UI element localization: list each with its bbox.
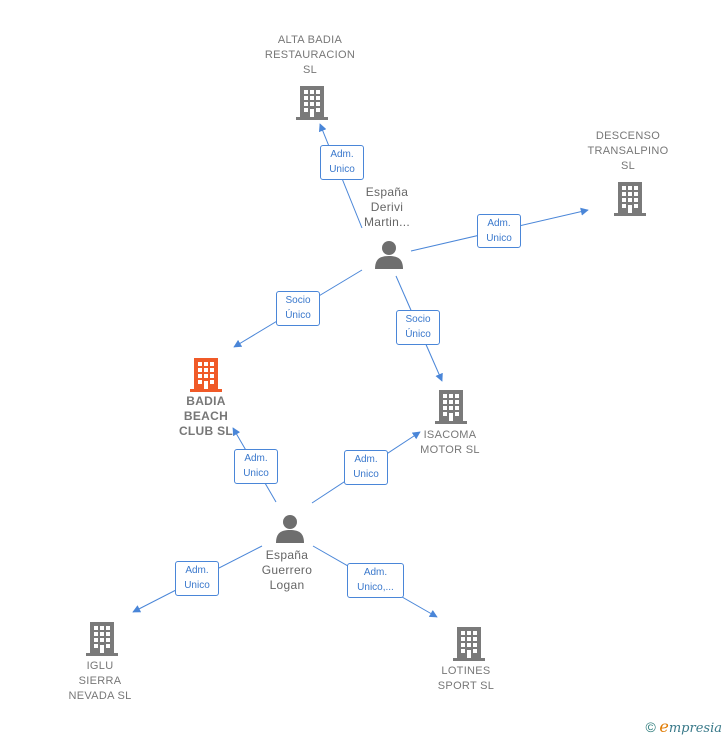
edge-badge-socio-unico[interactable]: Socio Único bbox=[396, 310, 440, 345]
node-lotines-sport[interactable]: LOTINES SPORT SL bbox=[406, 664, 526, 694]
node-label: BADIA BEACH CLUB SL bbox=[178, 394, 234, 438]
edge-badge-adm-unico[interactable]: Adm. Unico bbox=[344, 450, 388, 485]
node-descenso-transalpino[interactable]: DESCENSO TRANSALPINO SL bbox=[568, 129, 688, 174]
node-label: ISACOMA MOTOR SL bbox=[420, 429, 480, 456]
brand-logo-text: mpresia bbox=[668, 721, 722, 736]
building-icon bbox=[614, 182, 646, 216]
node-espana-derivi-martin[interactable]: España Derivi Martin... bbox=[327, 185, 447, 230]
building-icon bbox=[296, 86, 328, 120]
edge-badge-socio-unico[interactable]: Socio Único bbox=[276, 291, 320, 326]
person-icon bbox=[375, 241, 403, 269]
node-espana-guerrero-logan[interactable]: España Guerrero Logan bbox=[227, 548, 347, 593]
node-label: España Derivi Martin... bbox=[363, 185, 411, 229]
node-alta-badia[interactable]: ALTA BADIA RESTAURACION SL bbox=[250, 33, 370, 78]
node-iglu-sierra-nevada[interactable]: IGLU SIERRA NEVADA SL bbox=[40, 659, 160, 704]
building-icon bbox=[435, 390, 467, 424]
edge-badge-adm-unico-more[interactable]: Adm. Unico,... bbox=[347, 563, 404, 598]
node-isacoma-motor[interactable]: ISACOMA MOTOR SL bbox=[390, 428, 510, 458]
brand-logo-initial: e bbox=[659, 717, 669, 736]
brand-footer: © empresia bbox=[645, 717, 722, 736]
edge-badge-adm-unico[interactable]: Adm. Unico bbox=[234, 449, 278, 484]
node-label: LOTINES SPORT SL bbox=[437, 665, 495, 692]
person-icon bbox=[276, 515, 304, 543]
node-label: ALTA BADIA RESTAURACION SL bbox=[264, 34, 356, 76]
node-label: España Guerrero Logan bbox=[261, 548, 313, 592]
building-icon bbox=[453, 627, 485, 661]
edge-badge-adm-unico[interactable]: Adm. Unico bbox=[477, 214, 521, 248]
building-icon-main bbox=[190, 358, 222, 392]
building-icon bbox=[86, 622, 118, 656]
node-badia-beach-club[interactable]: BADIA BEACH CLUB SL bbox=[146, 394, 266, 439]
edge-badge-adm-unico[interactable]: Adm. Unico bbox=[175, 561, 219, 596]
node-label: IGLU SIERRA NEVADA SL bbox=[68, 660, 132, 702]
copyright-icon: © bbox=[645, 719, 656, 735]
node-label: DESCENSO TRANSALPINO SL bbox=[587, 130, 669, 172]
edge-badge-adm-unico[interactable]: Adm. Unico bbox=[320, 145, 364, 180]
